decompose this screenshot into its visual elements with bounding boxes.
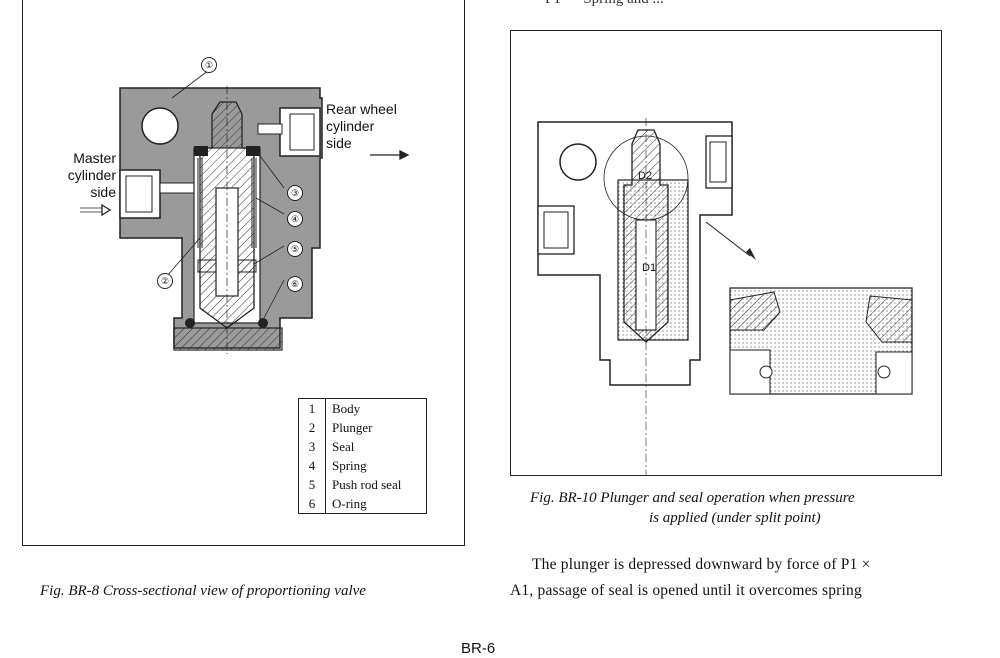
- bore-hole-right: [559, 143, 597, 181]
- callout-4: ④: [287, 211, 303, 227]
- label-rear-wheel-cylinder-side: Rear wheel cylinder side: [326, 101, 397, 151]
- spring: [197, 158, 257, 248]
- flow-arrows: [80, 149, 410, 217]
- seal-right: [246, 146, 260, 156]
- callout-6: ⑥: [287, 276, 303, 292]
- proportioning-valve-diagram: [80, 69, 410, 354]
- o-ring-left: [185, 318, 195, 328]
- leader-lines: [166, 69, 285, 319]
- label-master-cylinder-side: Master cylinder side: [67, 150, 116, 200]
- seal-left: [194, 146, 208, 156]
- master-port: [119, 169, 161, 219]
- master-port-right: [537, 205, 575, 255]
- d2-label: D2: [638, 170, 653, 182]
- top-cut-text: P1 — Spring and ...: [545, 0, 664, 8]
- caption-fig-br-10-line1: Fig. BR-10 Plunger and seal operation wh…: [530, 490, 855, 506]
- caption-fig-br-10-line2: is applied (under split point): [649, 510, 821, 526]
- rod-seal-right: [237, 259, 257, 273]
- d1-label: D1: [642, 262, 657, 274]
- o-ring-right: [258, 318, 268, 328]
- caption-fig-br-8: Fig. BR-8 Cross-sectional view of propor…: [40, 583, 366, 599]
- page-number: BR-6: [461, 640, 496, 657]
- plunger-seal-diagram: [537, 118, 913, 476]
- rod-seal-left: [197, 259, 217, 273]
- bore-hole: [141, 107, 179, 145]
- callout-1: ①: [201, 57, 217, 73]
- body-text-line-2: A1, passage of seal is opened until it o…: [510, 582, 862, 599]
- callout-3: ③: [287, 185, 303, 201]
- rear-port: [279, 107, 321, 157]
- callout-5: ⑤: [287, 241, 303, 257]
- body-text-line-1: The plunger is depressed downward by for…: [532, 556, 871, 573]
- valve-flange: [173, 327, 283, 351]
- callout-2: ②: [157, 273, 173, 289]
